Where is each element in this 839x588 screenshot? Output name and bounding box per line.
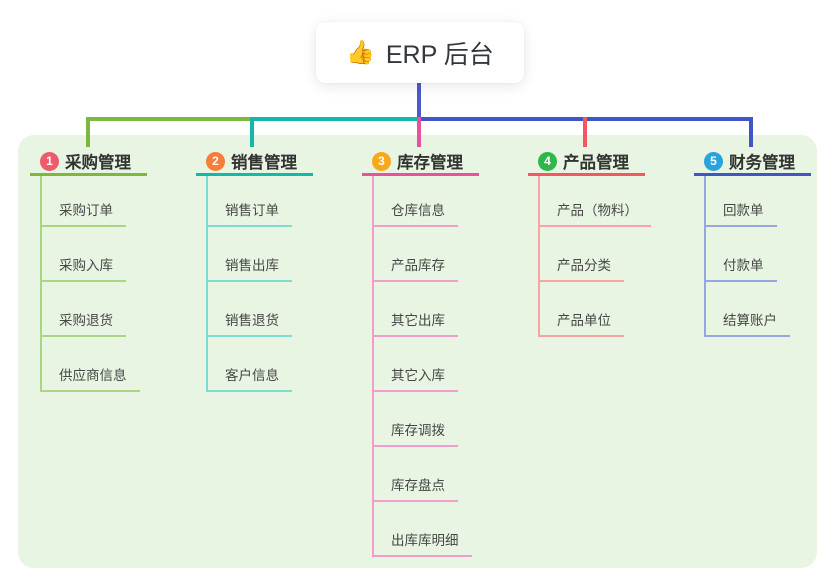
branch-inventory-node[interactable]: 3 库存管理 [362, 149, 479, 176]
branch-finance: 5 财务管理 回款单 付款单 结算账户 [694, 149, 811, 337]
item-label: 库存盘点 [374, 474, 458, 502]
item-label: 其它入库 [374, 364, 458, 392]
branch-label: 销售管理 [231, 154, 297, 172]
mindmap-item[interactable]: 产品（物料） [540, 176, 651, 227]
item-label: 付款单 [706, 254, 777, 282]
mindmap-item[interactable]: 销售退货 [208, 282, 292, 337]
branch-sales-items: 销售订单 销售出库 销售退货 客户信息 [206, 176, 292, 392]
branch-purchase-items: 采购订单 采购入库 采购退货 供应商信息 [40, 176, 140, 392]
item-label: 采购入库 [42, 254, 126, 282]
branch-purchase: 1 采购管理 采购订单 采购入库 采购退货 供应商信息 [30, 149, 147, 392]
item-label: 销售退货 [208, 309, 292, 337]
branch-inventory-items: 仓库信息 产品库存 其它出库 其它入库 库存调拨 库存盘点 出库库明细 [372, 176, 472, 557]
item-label: 供应商信息 [42, 364, 140, 392]
connector-horizontal-sales [250, 117, 421, 121]
branch-sales: 2 销售管理 销售订单 销售出库 销售退货 客户信息 [196, 149, 313, 392]
branch-inventory: 3 库存管理 仓库信息 产品库存 其它出库 其它入库 库存调拨 库存盘点 出库库… [362, 149, 479, 557]
connector-drop-finance [749, 117, 753, 147]
connector-root [417, 82, 421, 119]
mindmap-item[interactable]: 付款单 [706, 227, 790, 282]
mindmap-item[interactable]: 库存调拨 [374, 392, 472, 447]
mindmap-item[interactable]: 库存盘点 [374, 447, 472, 502]
item-label: 销售订单 [208, 199, 292, 227]
branch-label: 产品管理 [563, 154, 629, 172]
connector-drop-purchase [86, 117, 90, 147]
item-label: 产品（物料） [540, 199, 651, 227]
branch-number-badge: 5 [704, 151, 723, 171]
root-title: ERP 后台 [385, 40, 494, 69]
item-label: 采购退货 [42, 309, 126, 337]
item-label: 销售出库 [208, 254, 292, 282]
root-node[interactable]: 👍 ERP 后台 [316, 22, 524, 83]
item-label: 产品单位 [540, 309, 624, 337]
item-label: 产品分类 [540, 254, 624, 282]
branch-product-node[interactable]: 4 产品管理 [528, 149, 645, 176]
thumbs-up-icon: 👍 [346, 39, 375, 65]
item-label: 出库库明细 [374, 529, 472, 557]
item-label: 回款单 [706, 199, 777, 227]
mindmap-item[interactable]: 销售订单 [208, 176, 292, 227]
branch-finance-node[interactable]: 5 财务管理 [694, 149, 811, 176]
mindmap-item[interactable]: 结算账户 [706, 282, 790, 337]
branch-label: 库存管理 [397, 154, 463, 172]
mindmap-item[interactable]: 出库库明细 [374, 502, 472, 557]
connector-horizontal-purchase [86, 117, 254, 121]
mindmap-item[interactable]: 产品单位 [540, 282, 651, 337]
mindmap-item[interactable]: 供应商信息 [42, 337, 140, 392]
mindmap-item[interactable]: 采购订单 [42, 176, 140, 227]
item-label: 产品库存 [374, 254, 458, 282]
item-label: 采购订单 [42, 199, 126, 227]
mindmap-item[interactable]: 采购入库 [42, 227, 140, 282]
connector-drop-sales [250, 117, 254, 147]
branch-label: 财务管理 [729, 154, 795, 172]
branch-label: 采购管理 [65, 154, 131, 172]
mindmap-item[interactable]: 产品分类 [540, 227, 651, 282]
branch-product-items: 产品（物料） 产品分类 产品单位 [538, 176, 651, 337]
branch-product: 4 产品管理 产品（物料） 产品分类 产品单位 [528, 149, 651, 337]
mindmap-item[interactable]: 采购退货 [42, 282, 140, 337]
branch-number-badge: 3 [372, 151, 391, 171]
mindmap-item[interactable]: 产品库存 [374, 227, 472, 282]
branch-finance-items: 回款单 付款单 结算账户 [704, 176, 790, 337]
mindmap-item[interactable]: 其它入库 [374, 337, 472, 392]
branch-number-badge: 1 [40, 151, 59, 171]
item-label: 其它出库 [374, 309, 458, 337]
item-label: 结算账户 [706, 309, 790, 337]
branch-purchase-node[interactable]: 1 采购管理 [30, 149, 147, 176]
connector-drop-product [583, 117, 587, 147]
mindmap-item[interactable]: 仓库信息 [374, 176, 472, 227]
mindmap-item[interactable]: 销售出库 [208, 227, 292, 282]
mindmap-item[interactable]: 其它出库 [374, 282, 472, 337]
connector-drop-inventory [417, 117, 421, 147]
item-label: 仓库信息 [374, 199, 458, 227]
item-label: 库存调拨 [374, 419, 458, 447]
branch-sales-node[interactable]: 2 销售管理 [196, 149, 313, 176]
branch-number-badge: 4 [538, 151, 557, 171]
item-label: 客户信息 [208, 364, 292, 392]
mindmap-item[interactable]: 客户信息 [208, 337, 292, 392]
mindmap-item[interactable]: 回款单 [706, 176, 790, 227]
branch-number-badge: 2 [206, 151, 225, 171]
mindmap-canvas [18, 135, 817, 568]
